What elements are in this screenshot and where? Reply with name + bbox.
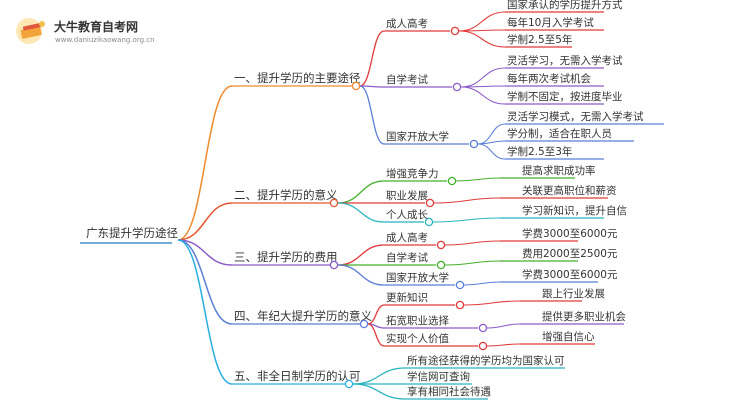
branch-1-child-1-connector (359, 30, 385, 87)
branch-3-child-1-label: 成人高考 (386, 231, 428, 244)
branch-1-child-2-leaf-1-label: 灵活学习，无需入学考试 (507, 54, 623, 67)
branch-2-child-2-node (425, 198, 435, 208)
branch-5-child-3-label: 享有相同社会待遇 (407, 385, 491, 398)
branch-1-child-1-node (450, 26, 460, 36)
branch-3-child-2-label: 自学考试 (386, 251, 428, 264)
branch-4-label: 四、年纪大提升学历的意义 (234, 309, 372, 323)
branch-1-child-3-leaf-2-label: 学分制，适合在职人员 (507, 127, 612, 140)
branch-1-child-2-leaf-1-connector (460, 67, 506, 88)
branch-1-child-1-leaf-2-label: 每年10月入学考试 (507, 16, 594, 29)
branch-1-child-3-leaf-2-connector (477, 140, 506, 145)
branch-3-child-2-node (436, 260, 446, 270)
branch-2-child-2-leaf-1-connector (433, 197, 501, 204)
branch-1-child-3-leaf-1-label: 灵活学习模式，无需入学考试 (507, 110, 644, 123)
branch-3-label: 三、提升学历的费用 (234, 250, 338, 264)
branch-2-child-1-label: 增强竞争力 (386, 167, 439, 180)
branch-3-child-1-leaf-1-connector (444, 240, 501, 246)
branch-2-child-3-node (424, 217, 434, 227)
branch-3-child-2-leaf-1-connector (444, 260, 501, 266)
branch-2-child-2-leaf-1-label: 关联更高职位和薪资 (522, 184, 617, 197)
branch-2-connector (177, 202, 233, 241)
branch-4-child-2-leaf-1-label: 提供更多职业机会 (542, 310, 626, 323)
branch-3-child-1-node (436, 240, 446, 250)
branch-5-child-3-connector (352, 383, 406, 400)
branch-2-child-1-leaf-1-label: 提高求职成功率 (522, 164, 596, 177)
branch-2-child-3-leaf-1-label: 学习新知识，提升自信 (522, 204, 627, 217)
branch-1-child-3-leaf-3-connector (477, 143, 506, 160)
branch-4-child-2-node (478, 323, 488, 333)
logo-icon (14, 16, 50, 46)
logo-url: www.daniuzikaowang.org.cn (55, 36, 155, 44)
branch-3-child-3-connector (337, 264, 385, 286)
branch-2-child-1-leaf-1-connector (455, 177, 501, 182)
branch-3-child-2-leaf-1-label: 费用2000至2500元 (522, 247, 618, 260)
branch-1-child-3-leaf-3-label: 学制2.5至3年 (507, 145, 572, 158)
branch-1-child-1-leaf-1-connector (458, 11, 506, 32)
branch-1-child-2-node (452, 82, 462, 92)
logo-title: 大牛教育自考网 (54, 20, 139, 34)
branch-2-label: 二、提升学历的意义 (234, 188, 338, 202)
branch-3-child-1-leaf-1-label: 学费3000至6000元 (522, 227, 618, 240)
branch-3-child-3-leaf-1-label: 学费3000至6000元 (522, 268, 618, 281)
branch-4-connector (177, 239, 233, 325)
branch-5-child-1-connector (352, 367, 406, 385)
branch-5-connector (177, 239, 233, 385)
branch-2-child-2-label: 职业发展 (386, 189, 428, 202)
root-label: 广东提升学历途径 (86, 226, 178, 240)
branch-5-child-1-label: 所有途径获得的学历均为国家认可 (407, 354, 565, 367)
branch-1-child-2-connector (359, 85, 385, 88)
branch-2-child-3-label: 个人成长 (386, 209, 428, 221)
branch-1-child-1-leaf-3-label: 学制2.5至5年 (507, 33, 572, 46)
branch-1-child-3-label: 国家开放大学 (386, 130, 449, 143)
branch-1-child-3-node (469, 139, 479, 149)
branch-4-child-1-node (455, 300, 465, 310)
branch-4-node (359, 319, 369, 329)
branch-3-connector (177, 239, 233, 266)
branch-4-child-2-leaf-1-connector (486, 323, 521, 329)
branch-4-child-1-leaf-1-label: 跟上行业发展 (542, 287, 605, 300)
branch-3-child-3-node (455, 280, 465, 290)
branch-1-child-2-label: 自学考试 (386, 73, 428, 86)
branch-3-child-3-label: 国家开放大学 (386, 271, 449, 284)
branch-2-node (329, 198, 339, 208)
branch-1-connector (177, 85, 233, 241)
branch-5-node (344, 379, 354, 389)
branch-4-child-3-node (478, 341, 488, 351)
branch-2-child-3-leaf-1-connector (432, 217, 501, 223)
branch-5-child-2-label: 学信网可查询 (407, 370, 470, 383)
branch-1-child-2-leaf-2-label: 每年两次考试机会 (507, 72, 591, 85)
branch-2-child-1-node (447, 176, 457, 186)
branch-1-child-1-label: 成人高考 (386, 17, 428, 30)
branch-3-child-1-connector (337, 244, 385, 266)
branch-4-child-3-leaf-1-label: 增强自信心 (542, 330, 595, 343)
branch-1-label: 一、提升学历的主要途径 (234, 71, 361, 85)
branch-4-child-3-label: 实现个人价值 (386, 332, 449, 345)
branch-2-child-3-connector (337, 202, 385, 223)
branch-1-child-1-leaf-3-connector (458, 30, 506, 48)
branch-1-child-3-connector (359, 85, 385, 145)
branch-1-child-2-leaf-3-connector (460, 86, 506, 105)
branch-4-child-1-leaf-1-connector (463, 300, 521, 306)
branch-4-child-3-connector (367, 323, 385, 347)
branch-4-child-2-label: 拓宽职业选择 (386, 314, 449, 327)
branch-1-child-2-leaf-3-label: 学制不固定，按进度毕业 (507, 90, 623, 103)
branch-4-child-3-leaf-1-connector (486, 343, 521, 347)
branch-2-child-1-connector (337, 180, 385, 204)
branch-5-label: 五、非全日制学历的认可 (234, 369, 361, 383)
branch-4-child-1-label: 更新知识 (386, 291, 428, 304)
branch-3-child-3-leaf-1-connector (463, 281, 501, 286)
branch-1-node (351, 81, 361, 91)
branch-3-node (329, 260, 339, 270)
branch-1-child-1-leaf-1-label: 国家承认的学历提升方式 (507, 0, 623, 11)
